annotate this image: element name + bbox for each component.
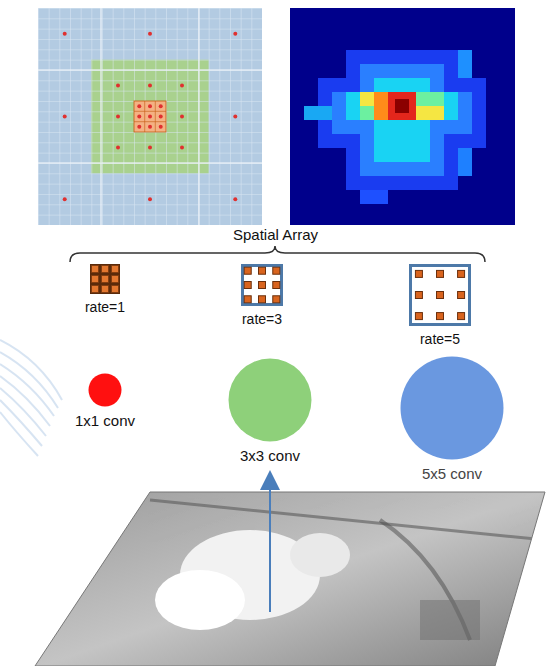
conv-label: 5x5 conv (422, 465, 482, 483)
rate-label: rate=1 (85, 299, 125, 316)
conv-circle: 5x5 conv (400, 356, 504, 483)
input-arrow (269, 480, 271, 612)
conv-circle: 3x3 conv (228, 358, 312, 465)
heatmap (290, 8, 515, 225)
circle-shape (88, 373, 122, 407)
kernel-node: rate=3 (238, 264, 287, 328)
rate-label: rate=3 (242, 311, 282, 328)
watermark-stripes (0, 340, 62, 456)
label-row: Spatial Array (0, 226, 551, 244)
conv-label: 3x3 conv (240, 447, 300, 465)
rate-label: rate=5 (420, 331, 460, 348)
kernel-node: rate=5 (409, 264, 471, 348)
brace (70, 246, 485, 262)
input-image (30, 490, 550, 666)
kernel-node: rate=1 (81, 264, 130, 316)
kernel-icon (90, 264, 120, 294)
receptive-grid (38, 8, 262, 225)
group-label: Spatial Array (233, 226, 318, 243)
circle-shape (228, 358, 312, 442)
kernel-icon (409, 264, 471, 326)
conv-circle: 1x1 conv (71, 373, 140, 430)
kernel-icon (241, 264, 283, 306)
conv-label: 1x1 conv (75, 412, 135, 430)
circle-shape (400, 356, 504, 460)
